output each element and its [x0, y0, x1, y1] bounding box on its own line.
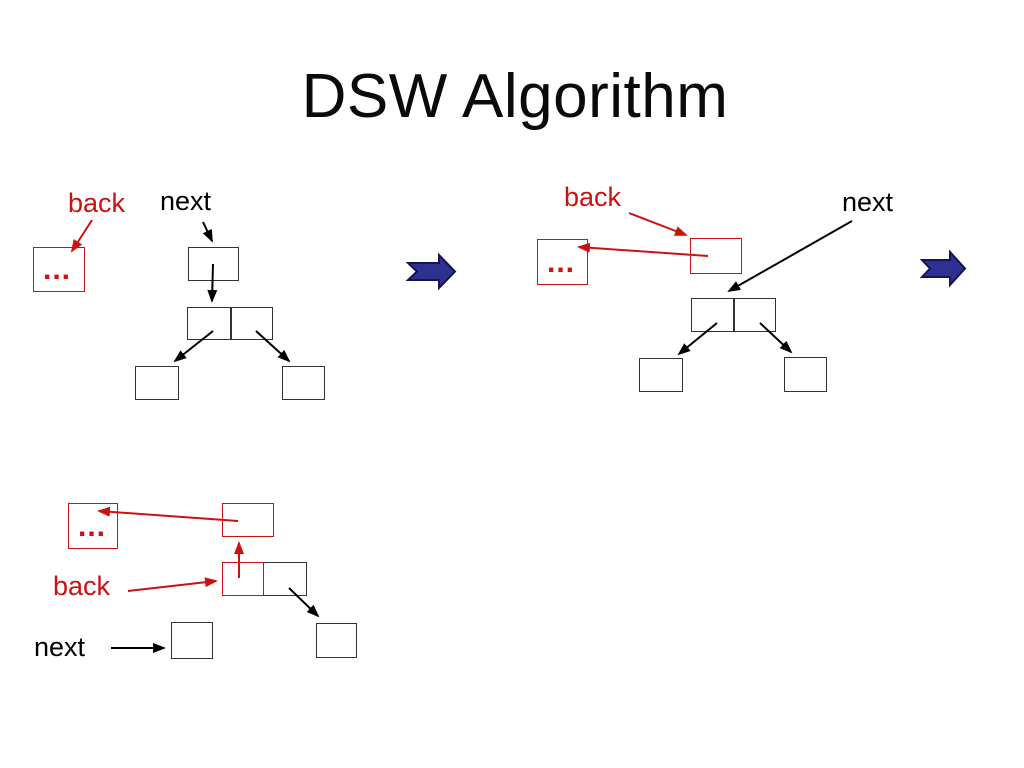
left-subtree-box — [135, 366, 179, 400]
transition-arrow-icon — [919, 249, 967, 288]
child-pair-box — [222, 562, 307, 596]
next-arrow — [727, 220, 853, 292]
back-link-arrow — [97, 506, 239, 522]
rotated-node-box — [690, 238, 742, 274]
rotated-node-box — [222, 503, 274, 537]
ellipsis-text: ... — [78, 510, 107, 543]
back-arrow — [127, 577, 218, 592]
next-arrow — [202, 221, 213, 243]
back-arrow — [628, 212, 688, 236]
child-pair-box — [691, 298, 776, 332]
back-pointer-label: back — [564, 182, 622, 212]
back-cell — [222, 562, 264, 596]
right-subtree-box — [282, 366, 325, 400]
next-pointer-label: next — [34, 632, 86, 662]
left-subtree-box — [639, 358, 683, 392]
cell-divider — [230, 308, 232, 339]
ellipsis-text: ... — [547, 246, 576, 279]
back-link-arrow — [577, 242, 709, 257]
transition-arrow-icon — [405, 252, 457, 291]
right-subtree-box — [316, 623, 357, 658]
visited-subtree-box: ... — [537, 239, 588, 285]
back-pointer-label: back — [53, 571, 111, 601]
visited-subtree-box: ... — [33, 247, 85, 292]
visited-subtree-box: ... — [68, 503, 118, 549]
right-cell — [264, 562, 307, 596]
back-pointer-label: back — [68, 188, 126, 218]
child-pair-box — [187, 307, 273, 340]
current-node-box — [188, 247, 239, 281]
next-pointer-label: next — [160, 186, 212, 216]
slide-title: DSW Algorithm — [301, 62, 729, 131]
right-subtree-box — [784, 357, 827, 392]
cell-divider — [733, 299, 735, 331]
next-pointer-label: next — [842, 187, 894, 217]
ellipsis-text: ... — [43, 253, 72, 286]
next-node-box — [171, 622, 213, 659]
